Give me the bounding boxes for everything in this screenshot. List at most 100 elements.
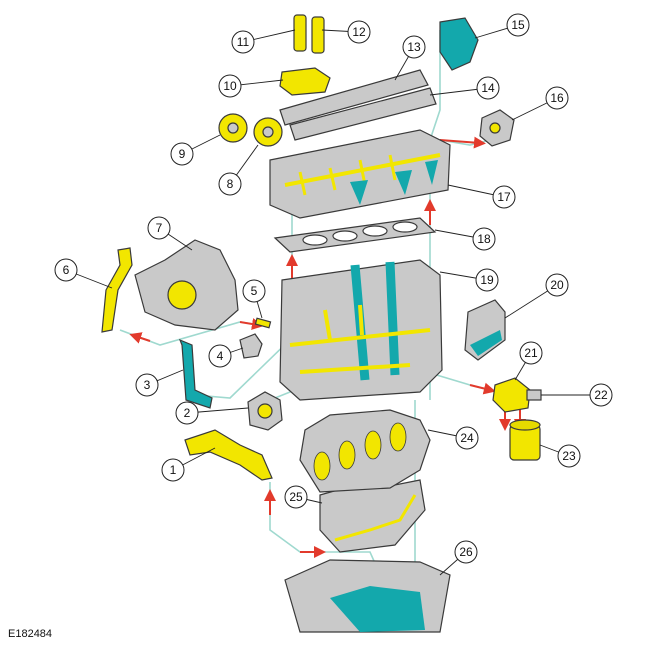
- vacuum-pump: [439, 17, 479, 71]
- callout-number: 25: [289, 490, 303, 504]
- vct-solenoid-right: [311, 16, 325, 54]
- oil-filter: [509, 419, 541, 461]
- callout-circle: [175, 401, 199, 425]
- cylinder-head-gasket: [273, 217, 437, 253]
- callout-circle: [557, 444, 581, 468]
- callout-16: 16: [511, 86, 569, 121]
- oil-filter-housing: [492, 377, 531, 413]
- callout-26: 26: [439, 540, 478, 576]
- callout-circle: [218, 74, 242, 98]
- callout-circle: [519, 341, 543, 365]
- callout-circle: [284, 485, 308, 509]
- callout-11: 11: [231, 29, 296, 54]
- intake-camshaft: [279, 69, 429, 126]
- callout-number: 13: [407, 40, 421, 54]
- oil-valve: [239, 333, 263, 359]
- callout-number: 4: [217, 349, 224, 363]
- oil-cooler-adapter: [526, 389, 542, 401]
- oil-pickup-tube: [184, 429, 273, 481]
- callout-number: 1: [170, 463, 177, 477]
- callout-19: 19: [439, 268, 499, 292]
- callout-circle: [545, 273, 569, 297]
- callout-6: 6: [54, 258, 113, 289]
- callout-23: 23: [539, 444, 581, 468]
- callout-circle: [476, 76, 500, 100]
- callout-10: 10: [218, 74, 284, 98]
- vct-solenoid-housing: [279, 67, 331, 96]
- callout-3: 3: [135, 369, 184, 397]
- cylinder-block: [279, 259, 443, 401]
- callout-circle: [506, 13, 530, 37]
- callout-circle: [455, 426, 479, 450]
- callout-circle: [492, 185, 516, 209]
- callout-number: 5: [251, 284, 258, 298]
- callout-circle: [170, 142, 194, 166]
- callout-number: 23: [562, 449, 576, 463]
- callout-number: 26: [459, 545, 473, 559]
- oil-jet: [254, 317, 272, 329]
- callout-7: 7: [147, 216, 193, 251]
- callout-circle: [242, 279, 266, 303]
- callout-circle: [347, 20, 371, 44]
- callout-number: 10: [223, 79, 237, 93]
- callout-circle: [231, 30, 255, 54]
- callout-circle: [454, 540, 478, 564]
- vct-solenoid-left: [293, 14, 307, 52]
- callout-number: 18: [477, 232, 491, 246]
- callout-4: 4: [208, 344, 244, 368]
- callout-14: 14: [429, 76, 500, 100]
- oil-separator: [464, 299, 506, 361]
- callout-13: 13: [394, 35, 426, 81]
- callout-15: 15: [474, 13, 530, 39]
- callout-number: 21: [524, 346, 538, 360]
- callout-2: 2: [175, 401, 249, 425]
- callout-9: 9: [170, 134, 221, 166]
- callout-number: 11: [237, 35, 250, 49]
- camshaft-sprocket-intake: [218, 113, 248, 143]
- callout-8: 8: [218, 144, 259, 196]
- callout-circle: [208, 344, 232, 368]
- exhaust-camshaft: [289, 87, 437, 141]
- callout-number: 9: [179, 147, 186, 161]
- callout-circle: [54, 258, 78, 282]
- callout-20: 20: [504, 273, 569, 319]
- callout-number: 3: [144, 378, 151, 392]
- fuel-pump: [479, 109, 515, 147]
- callout-25: 25: [284, 485, 323, 509]
- callout-24: 24: [427, 426, 479, 450]
- callout-18: 18: [434, 227, 496, 251]
- callout-21: 21: [514, 341, 543, 381]
- camshaft-sprocket-exhaust: [253, 117, 283, 147]
- callout-number: 12: [352, 25, 366, 39]
- callout-number: 20: [550, 278, 564, 292]
- callout-number: 7: [156, 221, 163, 235]
- callout-circle: [161, 458, 185, 482]
- callout-number: 2: [184, 406, 191, 420]
- reference-code: E182484: [8, 628, 53, 640]
- callout-number: 16: [550, 91, 564, 105]
- callout-number: 17: [497, 190, 511, 204]
- callout-17: 17: [447, 184, 516, 209]
- callout-5: 5: [242, 279, 266, 319]
- callout-12: 12: [321, 20, 371, 44]
- callout-number: 6: [63, 263, 70, 277]
- callout-22: 22: [541, 383, 613, 407]
- turbo-oil-return-tube: [178, 338, 213, 409]
- callout-circle: [147, 216, 171, 240]
- callout-circle: [402, 35, 426, 59]
- callout-number: 14: [481, 81, 495, 95]
- callout-circle: [475, 268, 499, 292]
- callout-number: 19: [480, 273, 494, 287]
- oil-pan: [284, 559, 451, 633]
- crankshaft: [299, 409, 431, 493]
- cylinder-head: [269, 129, 451, 219]
- callout-circle: [218, 172, 242, 196]
- callout-1: 1: [161, 447, 216, 482]
- callout-number: 15: [511, 18, 525, 32]
- callout-circle: [589, 383, 613, 407]
- callout-circle: [472, 227, 496, 251]
- callout-circle: [135, 373, 159, 397]
- callout-number: 24: [460, 431, 474, 445]
- callout-number: 8: [227, 177, 234, 191]
- turbocharger: [134, 239, 239, 331]
